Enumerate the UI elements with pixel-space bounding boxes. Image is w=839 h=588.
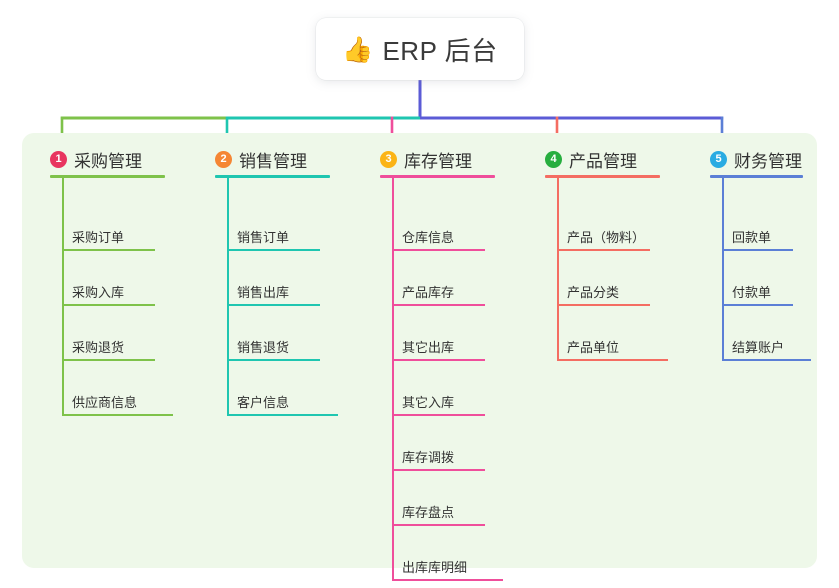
- branch-spine-1: [62, 178, 64, 416]
- leaf-label: 其它入库: [402, 395, 455, 410]
- leaf-label: 产品（物料）: [567, 230, 646, 245]
- leaf-underline: [63, 304, 155, 306]
- branch-badge-3: 3: [380, 151, 397, 168]
- leaf-node[interactable]: 销售退货: [215, 306, 365, 361]
- branch-header-1[interactable]: 1 采购管理: [50, 147, 142, 172]
- leaf-node[interactable]: 产品（物料）: [545, 196, 695, 251]
- leaf-label: 仓库信息: [402, 230, 455, 245]
- branch-header-2[interactable]: 2 销售管理: [215, 147, 307, 172]
- branch-title-2: 销售管理: [239, 152, 307, 171]
- leaf-label: 回款单: [732, 230, 772, 245]
- leaf-label: 客户信息: [237, 395, 290, 410]
- leaf-node[interactable]: 销售出库: [215, 251, 365, 306]
- leaf-node[interactable]: 产品单位: [545, 306, 695, 361]
- leaf-node[interactable]: 供应商信息: [50, 361, 200, 416]
- branch-column-1: 1 采购管理采购订单采购入库采购退货供应商信息: [50, 133, 200, 568]
- leaf-underline: [63, 249, 155, 251]
- leaf-label: 销售出库: [237, 285, 290, 300]
- branch-column-5: 5 财务管理回款单付款单结算账户: [710, 133, 838, 568]
- leaf-underline: [723, 304, 793, 306]
- leaf-underline: [393, 249, 485, 251]
- leaf-label: 销售退货: [237, 340, 290, 355]
- leaf-node[interactable]: 结算账户: [710, 306, 838, 361]
- branch-badge-2: 2: [215, 151, 232, 168]
- leaf-label: 采购订单: [72, 230, 125, 245]
- leaf-underline: [558, 249, 650, 251]
- leaf-node[interactable]: 出库库明细: [380, 526, 530, 581]
- leaf-underline: [393, 304, 485, 306]
- leaf-label: 结算账户: [732, 340, 785, 355]
- leaf-node[interactable]: 回款单: [710, 196, 838, 251]
- leaf-underline: [393, 579, 503, 581]
- branch-title-4: 产品管理: [569, 152, 637, 171]
- branch-badge-5: 5: [710, 151, 727, 168]
- leaf-node[interactable]: 其它入库: [380, 361, 530, 416]
- branch-title-1: 采购管理: [74, 152, 142, 171]
- leaf-label: 出库库明细: [402, 560, 468, 575]
- leaf-underline: [723, 359, 811, 361]
- branches-panel: 1 采购管理采购订单采购入库采购退货供应商信息 2 销售管理销售订单销售出库销售退货客…: [22, 133, 817, 581]
- leaf-label: 销售订单: [237, 230, 290, 245]
- branch-column-3: 3 库存管理仓库信息产品库存其它出库其它入库库存调拨库存盘点出库库明细: [380, 133, 530, 581]
- branch-badge-4: 4: [545, 151, 562, 168]
- leaf-underline: [393, 359, 485, 361]
- leaf-underline: [393, 469, 485, 471]
- leaf-node[interactable]: 仓库信息: [380, 196, 530, 251]
- leaf-node[interactable]: 付款单: [710, 251, 838, 306]
- leaf-label: 产品分类: [567, 285, 620, 300]
- leaf-node[interactable]: 采购订单: [50, 196, 200, 251]
- branch-title-3: 库存管理: [404, 152, 472, 171]
- leaf-node[interactable]: 库存盘点: [380, 471, 530, 526]
- leaf-label: 其它出库: [402, 340, 455, 355]
- leaf-node[interactable]: 采购入库: [50, 251, 200, 306]
- leaf-underline: [228, 304, 320, 306]
- root-title: ERP 后台: [382, 35, 498, 66]
- leaf-label: 产品单位: [567, 340, 620, 355]
- leaf-node[interactable]: 库存调拨: [380, 416, 530, 471]
- root-node[interactable]: 👍 ERP 后台: [316, 18, 524, 80]
- leaf-node[interactable]: 采购退货: [50, 306, 200, 361]
- branch-underline-4: [545, 175, 660, 178]
- leaf-underline: [558, 304, 650, 306]
- branch-header-3[interactable]: 3 库存管理: [380, 147, 472, 172]
- leaf-underline: [558, 359, 668, 361]
- branch-spine-5: [722, 178, 724, 361]
- leaf-label: 库存盘点: [402, 505, 455, 520]
- leaf-label: 库存调拨: [402, 450, 455, 465]
- leaf-label: 供应商信息: [72, 395, 138, 410]
- branch-spine-4: [557, 178, 559, 361]
- branch-column-2: 2 销售管理销售订单销售出库销售退货客户信息: [215, 133, 365, 568]
- thumbs-up-icon: 👍: [342, 34, 374, 64]
- branch-header-5[interactable]: 5 财务管理: [710, 147, 802, 172]
- leaf-underline: [393, 414, 485, 416]
- leaf-node[interactable]: 其它出库: [380, 306, 530, 361]
- leaf-node[interactable]: 产品分类: [545, 251, 695, 306]
- leaf-label: 付款单: [732, 285, 772, 300]
- branch-underline-1: [50, 175, 165, 178]
- leaf-underline: [228, 249, 320, 251]
- leaf-underline: [228, 414, 338, 416]
- branch-spine-2: [227, 178, 229, 416]
- branch-underline-3: [380, 175, 495, 178]
- leaf-node[interactable]: 销售订单: [215, 196, 365, 251]
- leaf-underline: [63, 359, 155, 361]
- branch-header-4[interactable]: 4 产品管理: [545, 147, 637, 172]
- leaf-underline: [63, 414, 173, 416]
- branch-underline-2: [215, 175, 330, 178]
- leaf-label: 采购入库: [72, 285, 125, 300]
- branch-badge-1: 1: [50, 151, 67, 168]
- leaf-node[interactable]: 产品库存: [380, 251, 530, 306]
- leaf-underline: [723, 249, 793, 251]
- leaf-node[interactable]: 客户信息: [215, 361, 365, 416]
- leaf-label: 采购退货: [72, 340, 125, 355]
- leaf-underline: [393, 524, 485, 526]
- branch-underline-5: [710, 175, 803, 178]
- leaf-underline: [228, 359, 320, 361]
- branch-spine-3: [392, 178, 394, 581]
- leaf-label: 产品库存: [402, 285, 455, 300]
- branch-column-4: 4 产品管理产品（物料） 产品分类产品单位: [545, 133, 695, 568]
- branch-title-5: 财务管理: [734, 152, 802, 171]
